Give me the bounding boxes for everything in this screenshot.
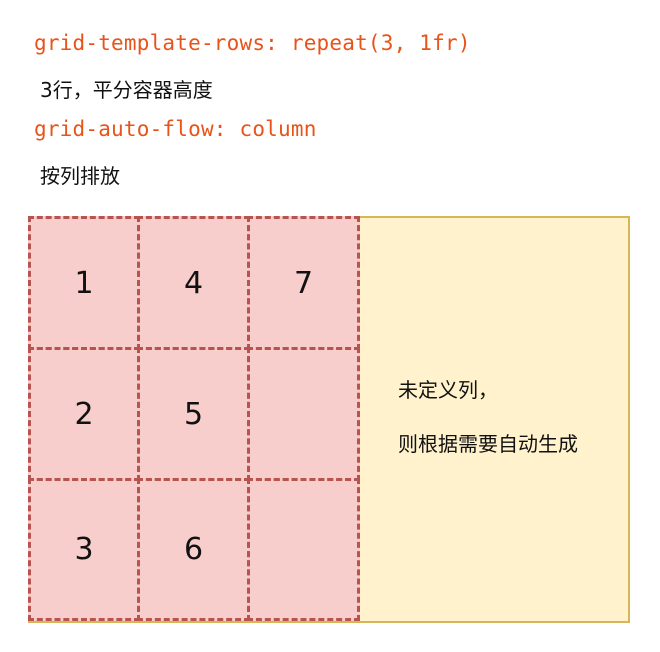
code-grid-auto-flow: grid-auto-flow: column	[34, 117, 317, 141]
grid-cell-7: 7	[247, 216, 360, 350]
cell-label: 2	[74, 396, 94, 432]
description-rows: 3行，平分容器高度	[40, 78, 213, 102]
grid-cell-4: 4	[137, 216, 250, 350]
grid-cell-3: 3	[28, 478, 140, 621]
container-note-line-2: 则根据需要自动生成	[398, 432, 578, 456]
grid-cell-1: 1	[28, 216, 140, 350]
cell-label: 5	[183, 396, 204, 432]
description-flow: 按列排放	[40, 164, 120, 188]
cell-label: 6	[183, 532, 204, 567]
cell-label: 1	[74, 265, 94, 301]
cell-label: 4	[183, 265, 204, 301]
code-grid-template-rows: grid-template-rows: repeat(3, 1fr)	[34, 31, 471, 55]
container-note-line-1: 未定义列，	[398, 378, 498, 402]
grid-cell-empty-8	[247, 347, 360, 481]
grid-items-area: 1 2 3 4 5 6 7	[28, 216, 360, 621]
cell-label: 3	[74, 532, 94, 567]
grid-cell-2: 2	[28, 347, 140, 481]
grid-cell-6: 6	[137, 478, 250, 621]
grid-cell-5: 5	[137, 347, 250, 481]
cell-label: 7	[293, 265, 314, 301]
grid-cell-empty-9	[247, 478, 360, 621]
